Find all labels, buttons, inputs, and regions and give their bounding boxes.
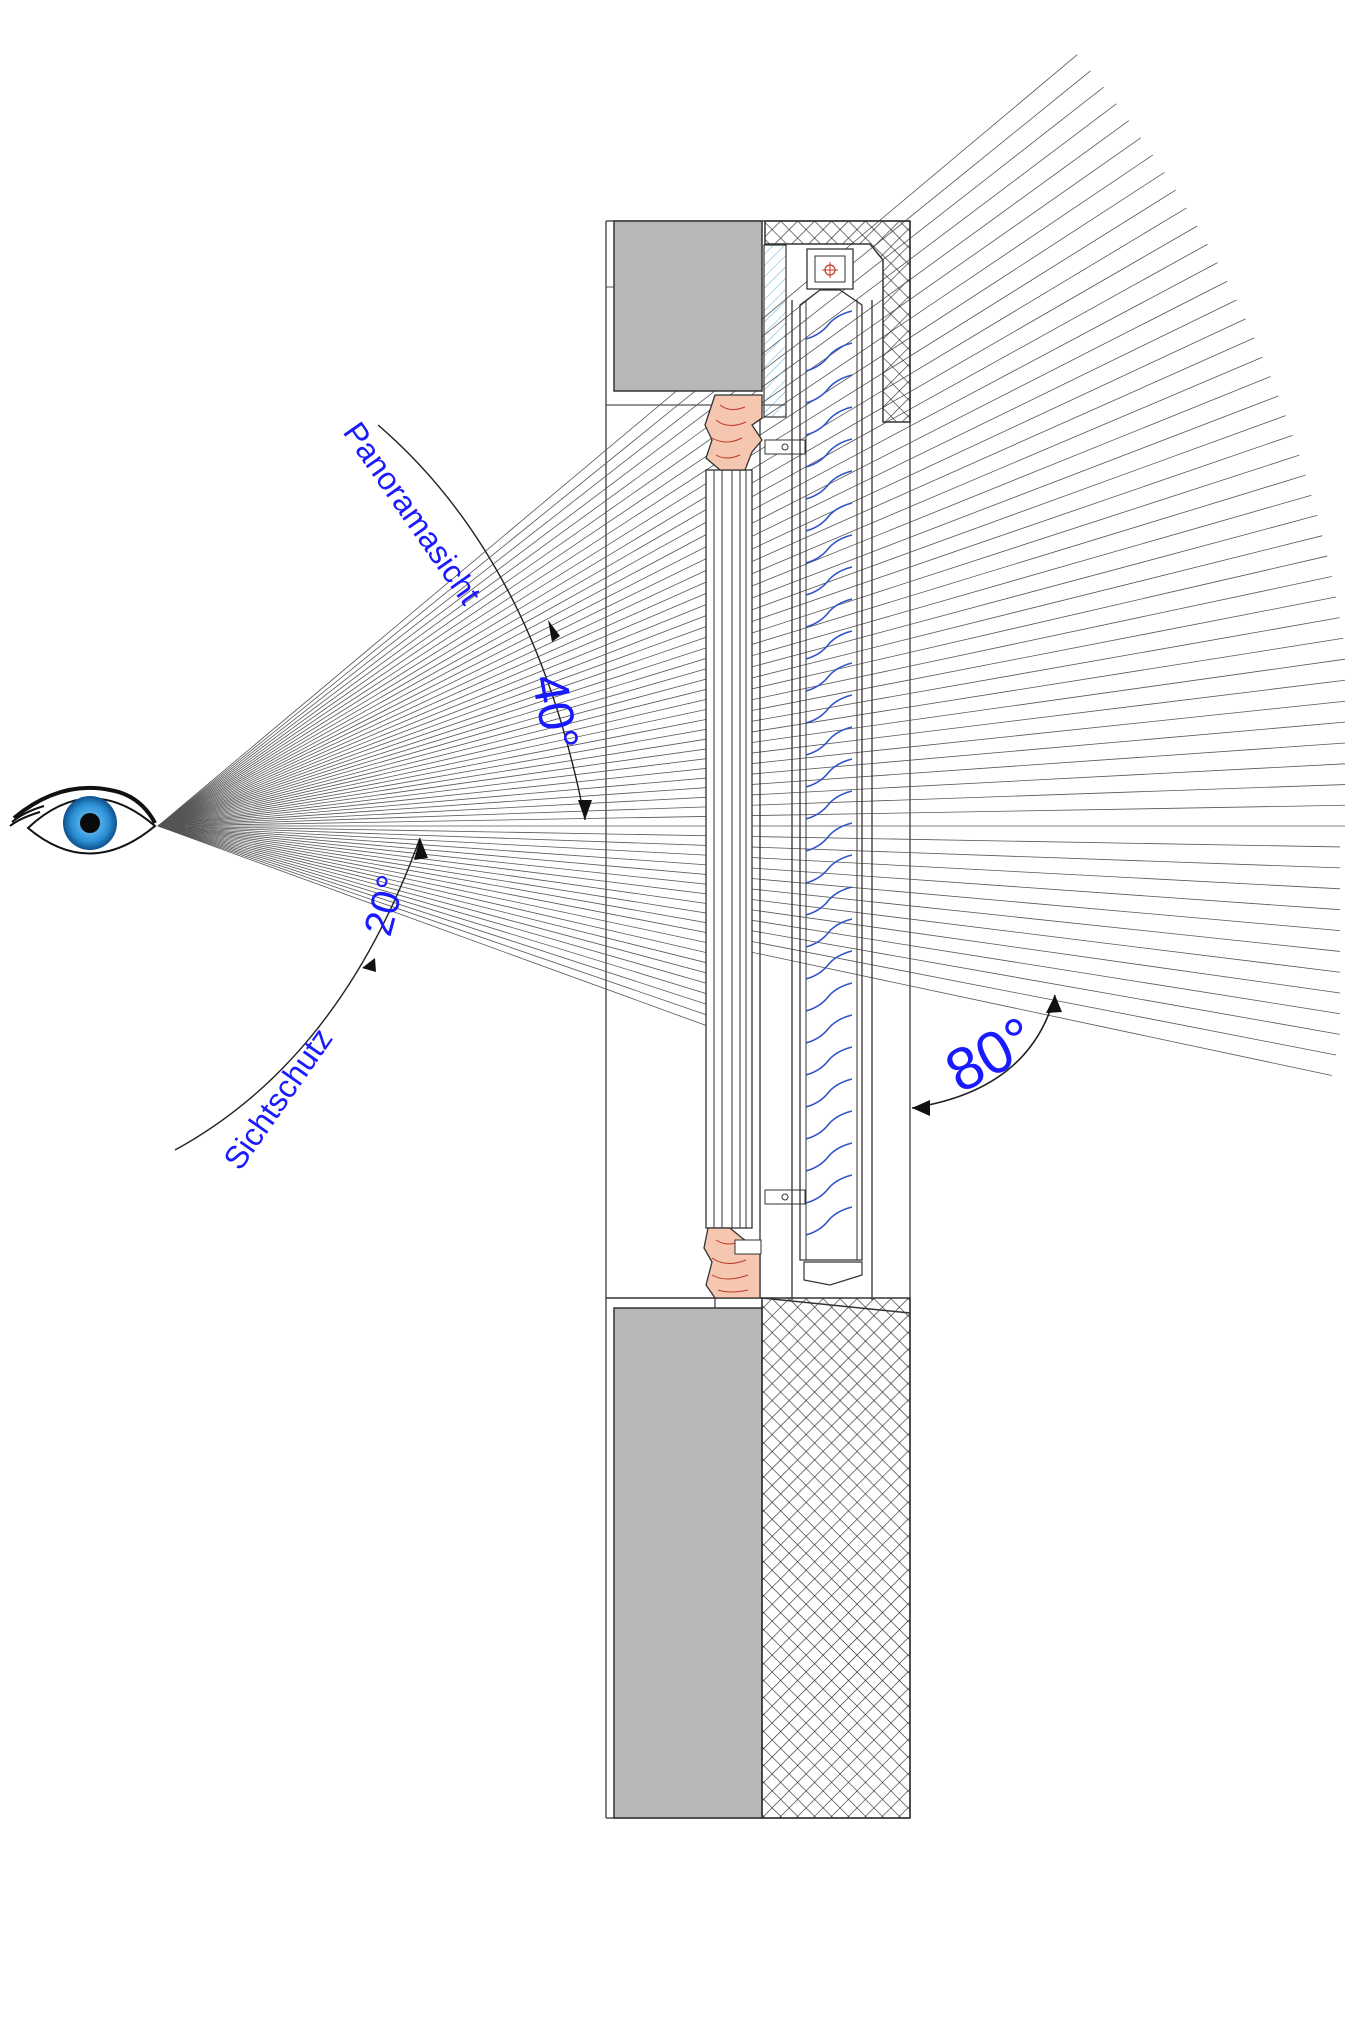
ray-up [157, 318, 1246, 827]
lintel-insulation [763, 244, 787, 418]
blind-slat [805, 1110, 853, 1140]
blind-slat [805, 1142, 853, 1172]
blind-slat [805, 406, 853, 436]
blind-slat [805, 566, 853, 596]
ray-down [157, 825, 748, 985]
ray-up [157, 207, 1187, 827]
ray-down [157, 825, 753, 964]
blind-slat [805, 630, 853, 660]
ray-down [157, 825, 742, 1005]
ray-down [157, 825, 745, 995]
blind-slat [805, 982, 853, 1012]
slat-angle-label: 80° [935, 1004, 1047, 1106]
blind-slats [805, 310, 853, 1236]
ray-up [157, 243, 1208, 827]
ray-up [157, 280, 1228, 827]
blind-slat [805, 598, 853, 628]
angle-arcs [174, 424, 1062, 1151]
ray-up [157, 120, 1130, 827]
blind-slat [805, 662, 853, 692]
eye-icon [9, 785, 157, 855]
ray-down [157, 825, 750, 974]
ray-down [157, 825, 735, 1025]
ray-down [157, 825, 739, 1015]
blind-slat [805, 1078, 853, 1108]
blind-slat [805, 1046, 853, 1076]
ray-up [157, 172, 1165, 827]
blind-slat [805, 822, 853, 852]
angle-down-label: 20° [356, 871, 414, 941]
angle-up-label: 40° [521, 670, 589, 754]
panorama-label: Panoramasicht [336, 415, 488, 611]
ray-up [157, 262, 1218, 827]
blind-slat [805, 790, 853, 820]
blind-slat [805, 310, 853, 340]
ray-up [157, 103, 1117, 827]
blind-slat [805, 758, 853, 788]
blind-slat [805, 534, 853, 564]
labels: Panoramasicht 40° 20° Sichtschutz 80° [216, 415, 1046, 1176]
lintel-concrete [613, 220, 763, 392]
ray-up [157, 70, 1091, 827]
wood-profile-bottom [703, 1227, 762, 1299]
sill-insulation [761, 1297, 911, 1819]
blind-slat [805, 342, 853, 372]
ray-down [157, 825, 732, 1036]
slat-angle-arc [911, 994, 1056, 1109]
blind-box-insulation [764, 220, 911, 423]
ray-up [157, 299, 1237, 827]
blind-slat [805, 694, 853, 724]
blind-slat [805, 438, 853, 468]
blind-slat [805, 1174, 853, 1204]
privacy-arc [174, 837, 421, 1151]
wall-section [605, 220, 911, 1819]
blind-slat [805, 374, 853, 404]
ray-up [157, 137, 1142, 827]
blind-slat [805, 854, 853, 884]
venetian-blind [791, 248, 873, 1300]
blind-slat [805, 726, 853, 756]
ray-up [157, 225, 1198, 827]
sill-concrete [613, 1307, 763, 1819]
blind-slat [805, 1206, 853, 1236]
blind-slat [805, 1014, 853, 1044]
wood-profile-top [704, 394, 763, 471]
ray-up [157, 86, 1104, 827]
blind-slat [805, 918, 853, 948]
blind-slat [805, 886, 853, 916]
blind-slat [805, 470, 853, 500]
panorama-arc [377, 424, 586, 821]
blind-slat [805, 950, 853, 980]
blind-slat [805, 502, 853, 532]
ray-up [157, 54, 1078, 827]
window-frame [703, 394, 806, 1299]
ray-up [157, 189, 1176, 827]
ray-up [157, 154, 1154, 827]
privacy-label: Sichtschutz [216, 1021, 339, 1176]
